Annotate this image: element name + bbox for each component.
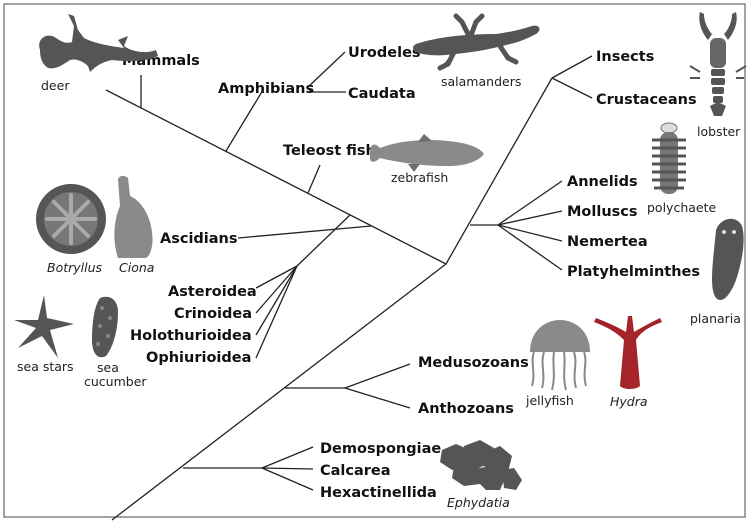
caption-sea-cucumber-2: cucumber bbox=[84, 374, 147, 389]
trunk-branch bbox=[112, 264, 446, 520]
crustaceans-branch bbox=[552, 78, 592, 98]
botryllus-zooids-icon bbox=[47, 195, 95, 243]
planaria-eye-icon bbox=[732, 230, 736, 234]
crinoidea-branch bbox=[256, 266, 297, 313]
label-insects: Insects bbox=[596, 49, 654, 65]
sea-star-silhouette bbox=[14, 295, 74, 358]
botryllus-silhouette bbox=[36, 184, 106, 254]
protostome-branch bbox=[446, 78, 552, 264]
sea-cucumber-icon bbox=[92, 297, 118, 357]
ephydatia-icon bbox=[440, 440, 522, 490]
salamander-silhouette bbox=[413, 16, 539, 68]
polychaete-silhouette bbox=[652, 123, 686, 194]
medusozoans-branch bbox=[345, 364, 410, 388]
label-crinoidea: Crinoidea bbox=[174, 306, 252, 322]
label-caudata: Caudata bbox=[348, 86, 416, 102]
lobster-claws-icon bbox=[699, 12, 736, 40]
taxon-labels: Mammals Urodeles Amphibians Caudata Tele… bbox=[122, 45, 700, 501]
caption-ciona: Ciona bbox=[119, 260, 154, 275]
caption-deer: deer bbox=[41, 78, 70, 93]
lobster-tail-icon bbox=[710, 69, 726, 116]
demospongiae-branch bbox=[262, 447, 313, 468]
label-holothurioidea: Holothurioidea bbox=[130, 328, 252, 344]
echinoderm-branch bbox=[297, 215, 350, 266]
salamander-body-icon bbox=[413, 26, 539, 56]
caption-polychaete: polychaete bbox=[647, 200, 716, 215]
ephydatia-silhouette bbox=[440, 440, 522, 490]
label-annelids: Annelids bbox=[567, 174, 638, 190]
label-platyhelminthes: Platyhelminthes bbox=[567, 264, 700, 280]
ciona-icon bbox=[114, 176, 152, 258]
caption-salamanders: salamanders bbox=[441, 74, 521, 89]
label-urodeles: Urodeles bbox=[348, 45, 421, 61]
planaria-silhouette bbox=[712, 219, 744, 300]
amphibians-branch bbox=[226, 90, 263, 151]
teleost-branch bbox=[308, 165, 320, 193]
caption-sea-cucumber-1: sea bbox=[97, 360, 119, 375]
zebrafish-icon bbox=[370, 140, 484, 166]
calcarea-branch bbox=[262, 468, 313, 469]
hydra-icon bbox=[594, 316, 662, 389]
label-ascidians: Ascidians bbox=[160, 231, 238, 247]
nemertea-branch bbox=[498, 225, 562, 241]
jellyfish-bell-icon bbox=[530, 320, 590, 352]
label-amphibians: Amphibians bbox=[218, 81, 314, 97]
label-ophiurioidea: Ophiurioidea bbox=[146, 350, 251, 366]
ophiurioidea-branch bbox=[256, 266, 297, 358]
lobster-silhouette bbox=[690, 12, 746, 116]
label-medusozoans: Medusozoans bbox=[418, 355, 529, 371]
hydra-silhouette bbox=[594, 316, 662, 389]
platyhelminthes-branch bbox=[498, 225, 562, 270]
lobster-head-icon bbox=[710, 38, 726, 68]
sea-star-icon bbox=[14, 295, 74, 358]
planaria-eye-icon bbox=[722, 230, 726, 234]
label-anthozoans: Anthozoans bbox=[418, 401, 514, 417]
label-nemertea: Nemertea bbox=[567, 234, 648, 250]
caption-botryllus: Botryllus bbox=[47, 260, 103, 275]
caption-ephydatia: Ephydatia bbox=[447, 495, 510, 510]
label-demospongiae: Demospongiae bbox=[320, 441, 441, 457]
jellyfish-tentacles-icon bbox=[532, 352, 586, 390]
insects-branch bbox=[552, 56, 592, 78]
polychaete-parapodia-icon bbox=[652, 140, 686, 188]
ciona-silhouette bbox=[114, 176, 152, 258]
polychaete-head-icon bbox=[661, 123, 677, 133]
jellyfish-silhouette bbox=[530, 320, 590, 390]
caption-hydra: Hydra bbox=[610, 394, 648, 409]
caption-jellyfish: jellyfish bbox=[525, 393, 574, 408]
label-molluscs: Molluscs bbox=[567, 204, 638, 220]
anthozoans-branch bbox=[345, 388, 410, 408]
zebrafish-silhouette bbox=[370, 134, 484, 172]
hexactinellida-branch bbox=[262, 468, 313, 490]
caption-zebrafish: zebrafish bbox=[391, 170, 448, 185]
label-crustaceans: Crustaceans bbox=[596, 92, 697, 108]
planaria-icon bbox=[712, 219, 744, 300]
caption-lobster: lobster bbox=[697, 124, 741, 139]
label-calcarea: Calcarea bbox=[320, 463, 391, 479]
ascidians-branch bbox=[238, 226, 371, 238]
sea-cucumber-silhouette bbox=[92, 297, 118, 357]
caption-sea-stars: sea stars bbox=[17, 359, 74, 374]
label-teleost-fish: Teleost fish bbox=[283, 143, 376, 159]
label-hexactinellida: Hexactinellida bbox=[320, 485, 437, 501]
label-asteroidea: Asteroidea bbox=[168, 284, 257, 300]
caption-planaria: planaria bbox=[690, 311, 741, 326]
